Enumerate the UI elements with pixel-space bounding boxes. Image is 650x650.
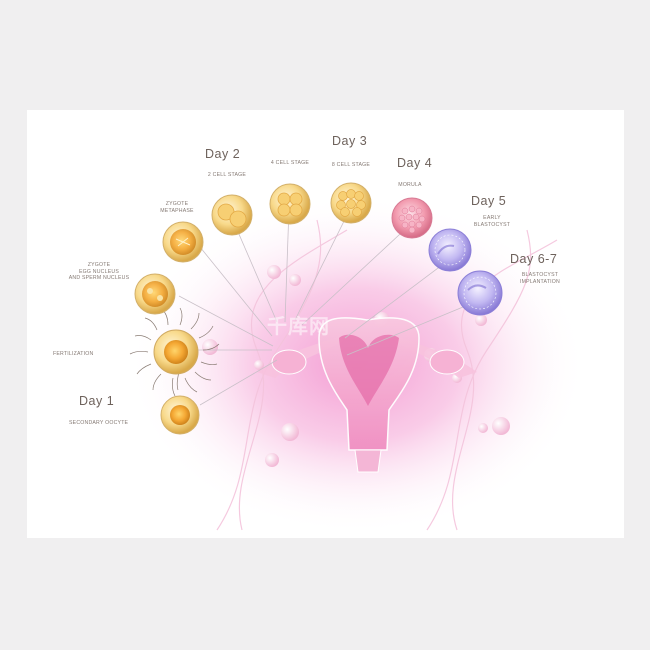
stage-label-early-blastocyst: Early Blastocyst <box>467 215 517 228</box>
cell-fertilization <box>129 307 220 397</box>
stage-label-blastocyst-implantation: Blastocyst Implantation <box>505 272 575 285</box>
day-4-label: Day 4 <box>397 156 433 170</box>
cell-early-blastocyst <box>428 228 472 272</box>
cell-two-cell <box>211 194 253 236</box>
cell-morula <box>391 197 433 239</box>
stage-label-morula: Morula <box>398 182 422 188</box>
diagram-card: Day 1 Secondary Oocyte Fertilization Zyg… <box>27 110 624 538</box>
early-blastocyst-line-2: Blastocyst <box>473 221 511 228</box>
zygote-metaphase-line-1: Zygote <box>165 201 189 207</box>
stage-label-eight-cell: 8 cell stage <box>331 162 371 168</box>
cell-eight-cell <box>330 182 372 224</box>
cell-zygote-metaphase <box>162 221 204 263</box>
cell-zygote-nuclei <box>134 273 176 315</box>
stage-label-zygote-metaphase: Zygote Metaphase <box>147 201 207 214</box>
stage-label-fertilization: Fertilization <box>53 351 94 357</box>
day-6-7-label: Day 6-7 <box>510 252 558 266</box>
cell-four-cell <box>269 183 311 225</box>
blastocyst-implantation-line-1: Blastocyst <box>521 272 559 278</box>
zygote-nuclei-line-2: Egg nucleus <box>79 268 119 275</box>
zygote-metaphase-line-2: Metaphase <box>160 207 194 214</box>
day-5-label: Day 5 <box>471 194 507 208</box>
embryo-development-illustration <box>127 182 587 535</box>
day-1-label: Day 1 <box>79 394 115 408</box>
day-3-label: Day 3 <box>332 134 368 148</box>
blastocyst-implantation-line-2: Implantation <box>520 278 560 285</box>
watermark-text: 千库网 <box>267 316 330 338</box>
stage-label-four-cell: 4 cell stage <box>270 160 310 166</box>
cell-blastocyst-implantation <box>457 270 503 316</box>
zygote-nuclei-line-1: Zygote <box>87 262 111 268</box>
day-2-label: Day 2 <box>205 147 241 161</box>
stage-label-two-cell: 2 cell stage <box>207 172 247 178</box>
stage-label-secondary-oocyte: Secondary Oocyte <box>69 420 129 426</box>
stage-label-zygote-nuclei: Zygote Egg nucleus and sperm nucleus <box>59 262 139 282</box>
early-blastocyst-line-1: Early <box>483 215 501 221</box>
uterus-illustration <box>257 317 477 473</box>
zygote-nuclei-line-3: and sperm nucleus <box>68 275 130 281</box>
cell-secondary-oocyte <box>160 395 200 435</box>
